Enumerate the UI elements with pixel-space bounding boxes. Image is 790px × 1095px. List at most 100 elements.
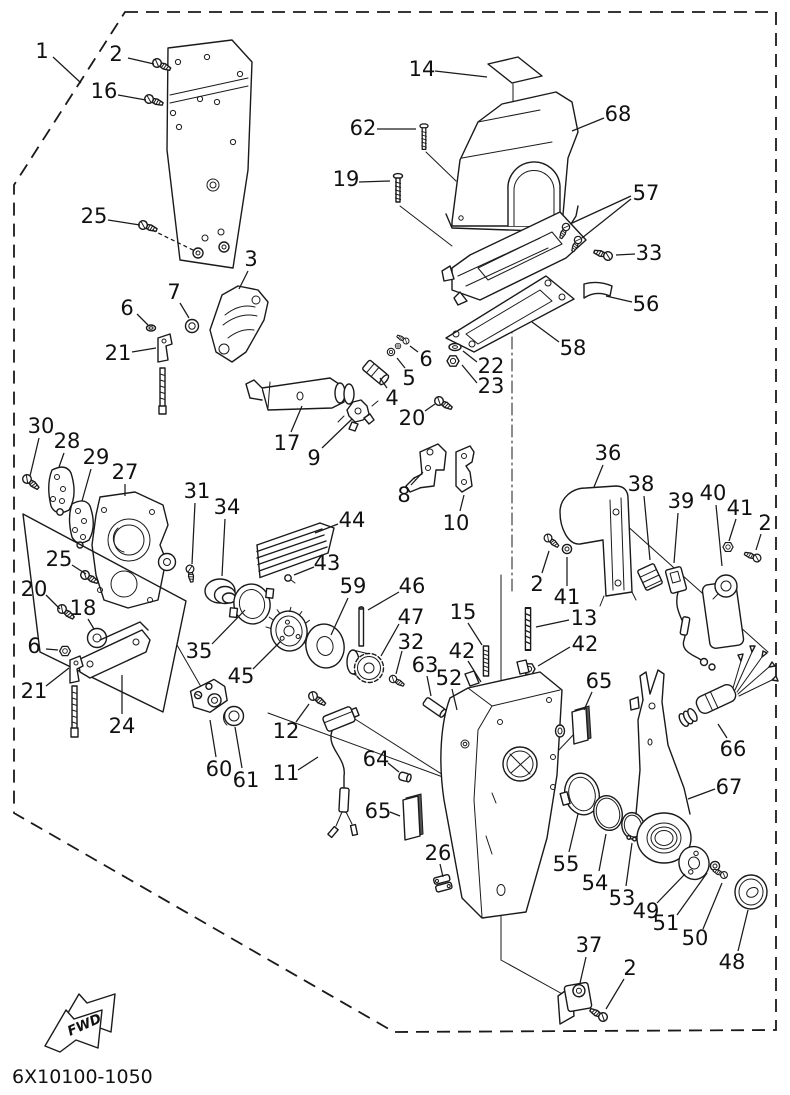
callout-23: 23 [478, 374, 505, 398]
part-54-ring [593, 795, 623, 831]
part-code-label: 6X10100-1050 [12, 1066, 153, 1088]
leader-line [583, 691, 593, 711]
part-63-pin [422, 697, 447, 718]
leader-line [293, 566, 315, 576]
callout-32: 32 [398, 630, 425, 654]
leader-line [45, 594, 61, 610]
leader-line [571, 117, 605, 132]
part-23-nut [446, 355, 460, 367]
inset-box [22, 513, 187, 713]
part-2-screw [541, 531, 562, 550]
leader-line [52, 56, 82, 84]
leader-line [290, 405, 303, 433]
callout-68: 68 [605, 102, 632, 126]
leader-line [605, 978, 625, 1010]
leader-line [537, 646, 571, 667]
callout-6c: 6 [27, 634, 40, 658]
leader-line [410, 471, 424, 486]
callout-41b: 41 [554, 585, 581, 609]
leader-line [569, 195, 632, 225]
part-7-grommet [184, 318, 200, 334]
callout-38: 38 [628, 472, 655, 496]
callout-42a: 42 [449, 639, 476, 663]
part-37-clamp [557, 981, 593, 1025]
callout-2d: 2 [623, 956, 636, 980]
callout-20b: 20 [21, 577, 48, 601]
leader-line [424, 403, 436, 412]
part-26-clamp [432, 873, 453, 893]
part-65-pad [571, 705, 592, 745]
leader-line [541, 550, 550, 574]
callout-57: 57 [633, 181, 660, 205]
callout-61: 61 [233, 768, 260, 792]
leader-line [45, 648, 59, 651]
leader-line [380, 623, 400, 657]
callout-65b: 65 [365, 799, 392, 823]
leader-line [367, 591, 400, 611]
part-50-screw [711, 866, 730, 881]
callout-2c: 2 [530, 572, 543, 596]
leader-line [209, 719, 217, 758]
part-21-clip [69, 655, 84, 738]
part-16-screw [142, 92, 165, 109]
part-20-screw [432, 394, 455, 413]
callout-49: 49 [633, 899, 660, 923]
callout-43: 43 [314, 551, 341, 575]
callout-55: 55 [553, 852, 580, 876]
callout-9: 9 [307, 446, 320, 470]
callout-21b: 21 [21, 679, 48, 703]
part-24-bracket [77, 621, 151, 679]
callout-33: 33 [636, 241, 663, 265]
part-47-gear [346, 649, 385, 684]
leader-line [737, 909, 749, 952]
callout-63: 63 [412, 653, 439, 677]
callout-1: 1 [35, 39, 48, 63]
callout-22: 22 [478, 354, 505, 378]
leader-line [131, 347, 157, 353]
leader-line [715, 504, 723, 567]
part-41-washer [561, 543, 573, 555]
leader-line [107, 219, 141, 226]
part-6-washer [145, 324, 157, 332]
leader-line [459, 494, 465, 512]
callout-13: 13 [571, 606, 598, 630]
callout-51: 51 [653, 911, 680, 935]
part-45-drag-plate [265, 606, 313, 652]
callout-48: 48 [719, 950, 746, 974]
leader-line [396, 357, 406, 369]
leader-line [151, 229, 198, 253]
callout-2a: 2 [109, 42, 122, 66]
callout-59: 59 [340, 574, 367, 598]
callout-16: 16 [91, 79, 118, 103]
leader-line [728, 518, 737, 542]
part-4-pin [362, 359, 390, 386]
callout-11: 11 [273, 761, 300, 785]
callout-46: 46 [399, 574, 426, 598]
callout-66: 66 [720, 737, 747, 761]
fwd-arrow: FWD [44, 993, 116, 1053]
callout-62: 62 [350, 116, 377, 140]
callout-7: 7 [167, 280, 180, 304]
part-67-throttle-arm [629, 669, 692, 864]
leader-line [605, 295, 633, 303]
callout-3: 3 [244, 247, 257, 271]
callout-25b: 25 [46, 547, 73, 571]
part-65-pad [402, 793, 424, 841]
leader-line [321, 418, 353, 449]
callout-5: 5 [402, 366, 415, 390]
callout-29: 29 [83, 445, 110, 469]
callout-2b: 2 [758, 511, 771, 535]
callout-54: 54 [582, 871, 609, 895]
part-55-ring [559, 772, 600, 816]
leader-line [252, 640, 282, 670]
callout-45: 45 [228, 664, 255, 688]
callout-28: 28 [54, 429, 81, 453]
part-8-bracket [405, 443, 447, 493]
part-56-wedge [583, 281, 613, 299]
leader-line [221, 518, 226, 577]
callout-17: 17 [274, 431, 301, 455]
part-29-plate [68, 500, 94, 549]
callout-14: 14 [409, 57, 436, 81]
leader-line [409, 345, 419, 353]
